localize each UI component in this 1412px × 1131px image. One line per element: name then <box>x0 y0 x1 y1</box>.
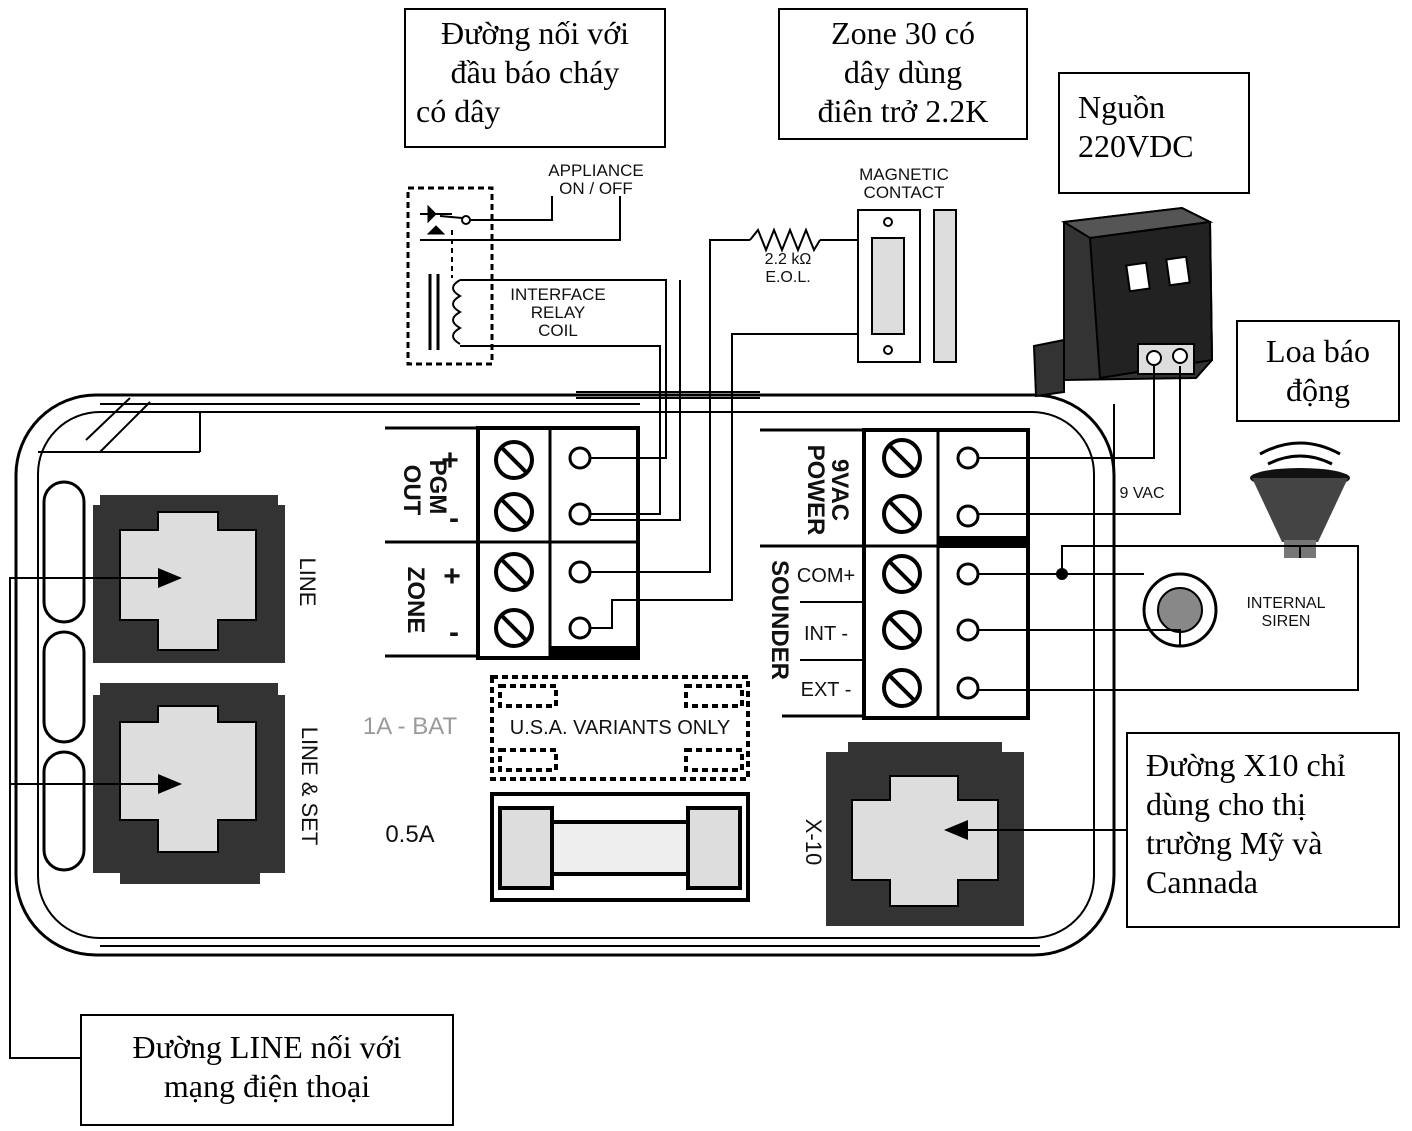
terminal-screws-right <box>882 438 922 708</box>
int-label: INT - <box>804 623 848 645</box>
usa-variants-label: U.S.A. VARIANTS ONLY <box>510 717 730 739</box>
out-label: OUT <box>398 465 425 516</box>
panel-housing <box>14 391 1116 957</box>
callout-power-source: Nguồn 220VDC <box>1058 72 1250 194</box>
power-label: POWER <box>802 445 829 536</box>
pgm-label: PGM <box>424 460 451 515</box>
callout-zone-line-1: Zone 30 có <box>831 15 975 51</box>
resistor <box>749 227 821 253</box>
internal-siren <box>1142 572 1218 648</box>
callout-fire-line-1: Đường nối với <box>440 15 630 51</box>
terminal-holes-right <box>956 446 980 700</box>
power-adapter <box>1032 206 1214 398</box>
bat-label: 1A - BAT <box>363 713 458 740</box>
mounting-slots <box>42 480 86 872</box>
callout-fire-line-2: đầu báo cháy <box>450 54 620 90</box>
zone-plus: + <box>443 560 461 593</box>
callout-leaders <box>9 568 1126 1059</box>
sounder-label: SOUNDER <box>766 560 793 680</box>
wires <box>460 196 1359 691</box>
terminal-holes-left <box>568 446 592 640</box>
callout-fire-line-3: có dây <box>416 93 501 129</box>
callout-phone-line-1: Đường LINE nối với <box>132 1029 402 1065</box>
speaker <box>1250 441 1350 558</box>
callout-x10-line-4: Cannada <box>1146 864 1258 900</box>
callout-speaker-line-1: Loa báo <box>1266 333 1370 369</box>
magnetic-contact <box>857 209 957 363</box>
callout-zone30: Zone 30 có dây dùng điên trở 2.2K <box>778 8 1028 140</box>
line-set-jack <box>93 683 285 884</box>
terminal-block-right <box>760 428 1030 720</box>
fuse-label: 0.5A <box>385 821 434 848</box>
line-label: LINE <box>295 558 320 607</box>
relay-label-3: COIL <box>538 321 578 340</box>
callout-speaker-line-2: động <box>1286 372 1350 408</box>
siren-label-2: SIREN <box>1262 613 1311 630</box>
x10-jack <box>826 742 1024 926</box>
zone-label: ZONE <box>402 567 429 634</box>
terminal-block-left <box>385 426 640 660</box>
callout-phone-line: Đường LINE nối với mạng điện thoại <box>80 1014 454 1126</box>
callout-zone-line-2: dây dùng <box>843 54 963 90</box>
relay-box <box>406 186 494 366</box>
magnetic-label-1: MAGNETIC <box>859 165 949 184</box>
resistor-label-2: E.O.L. <box>765 269 810 286</box>
callout-power-line-2: 220VDC <box>1078 128 1194 164</box>
x10-label: X-10 <box>801 819 826 865</box>
callout-zone-line-3: điên trở 2.2K <box>817 93 989 129</box>
siren-label-1: INTERNAL <box>1246 595 1325 612</box>
callout-x10-line: Đường X10 chỉ dùng cho thị trường Mỹ và … <box>1126 732 1400 928</box>
callout-x10-line-1: Đường X10 chỉ <box>1146 747 1346 783</box>
callout-phone-line-2: mạng điện thoại <box>163 1068 371 1104</box>
relay-label-1: INTERFACE <box>510 285 605 304</box>
pgm-minus: - <box>449 502 459 535</box>
com-label: COM+ <box>797 565 855 587</box>
callout-fire-detector: Đường nối với đầu báo cháy có dây <box>404 8 666 148</box>
appliance-label-2: ON / OFF <box>559 179 633 198</box>
relay-label-2: RELAY <box>531 303 586 322</box>
callout-x10-line-3: trường Mỹ và <box>1146 825 1323 861</box>
power-9vac-label: 9VAC <box>826 459 853 521</box>
zone-minus: - <box>449 616 459 649</box>
line-jack <box>93 495 285 663</box>
callout-x10-line-2: dùng cho thị <box>1146 786 1306 822</box>
resistor-label-1: 2.2 kΩ <box>765 251 812 268</box>
fuse <box>490 792 750 902</box>
terminal-screws-left <box>494 440 534 648</box>
ext-label: EXT - <box>801 679 852 701</box>
pgm-plus: + <box>441 444 459 477</box>
vac-label: 9 VAC <box>1119 485 1164 502</box>
callout-power-line-1: Nguồn <box>1078 89 1166 125</box>
line-set-label: LINE & SET <box>297 727 322 846</box>
callout-siren-speaker: Loa báo động <box>1236 320 1400 422</box>
magnetic-label-2: CONTACT <box>864 183 945 202</box>
appliance-label-1: APPLIANCE <box>548 161 643 180</box>
usa-variants-box <box>490 675 750 781</box>
